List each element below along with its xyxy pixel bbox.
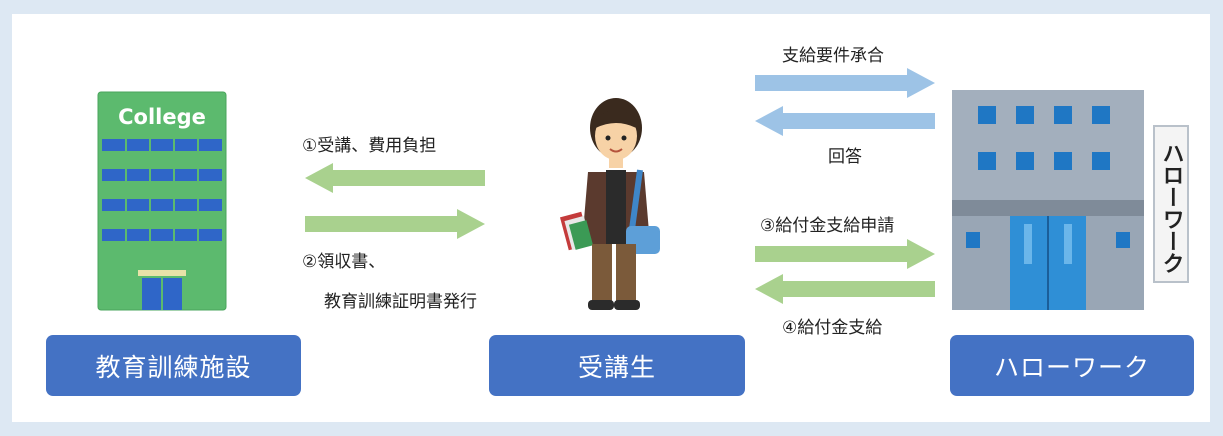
receipt-label-line1: ②領収書、: [302, 252, 386, 272]
application-arrow: [755, 239, 935, 269]
payment-arrow: [305, 163, 485, 193]
student-box: 受講生: [489, 335, 745, 396]
hellowork-sign-text: ハローワーク: [1159, 142, 1184, 274]
eligibility-arrow: [755, 68, 935, 98]
hellowork-box: ハローワーク: [950, 335, 1194, 396]
payment-label: ①受講、費用負担: [302, 136, 437, 156]
receipt-arrow: [305, 209, 485, 239]
college-sign-text: College: [118, 105, 206, 129]
benefit-payment-arrow: [755, 274, 935, 304]
application-label: ③給付金支給申請: [760, 216, 895, 236]
receipt-label-line2: 教育訓練証明書発行: [324, 292, 477, 312]
college-building-icon: College: [97, 91, 227, 311]
benefit-payment-label: ④給付金支給: [782, 318, 883, 338]
student-person-icon: [559, 98, 660, 310]
facility-box: 教育訓練施設: [46, 335, 301, 396]
eligibility-request-label: 支給要件承合: [782, 46, 884, 66]
answer-arrow: [755, 106, 935, 136]
answer-label: 回答: [828, 147, 862, 167]
hellowork-building-icon: ハローワーク: [952, 90, 1189, 310]
